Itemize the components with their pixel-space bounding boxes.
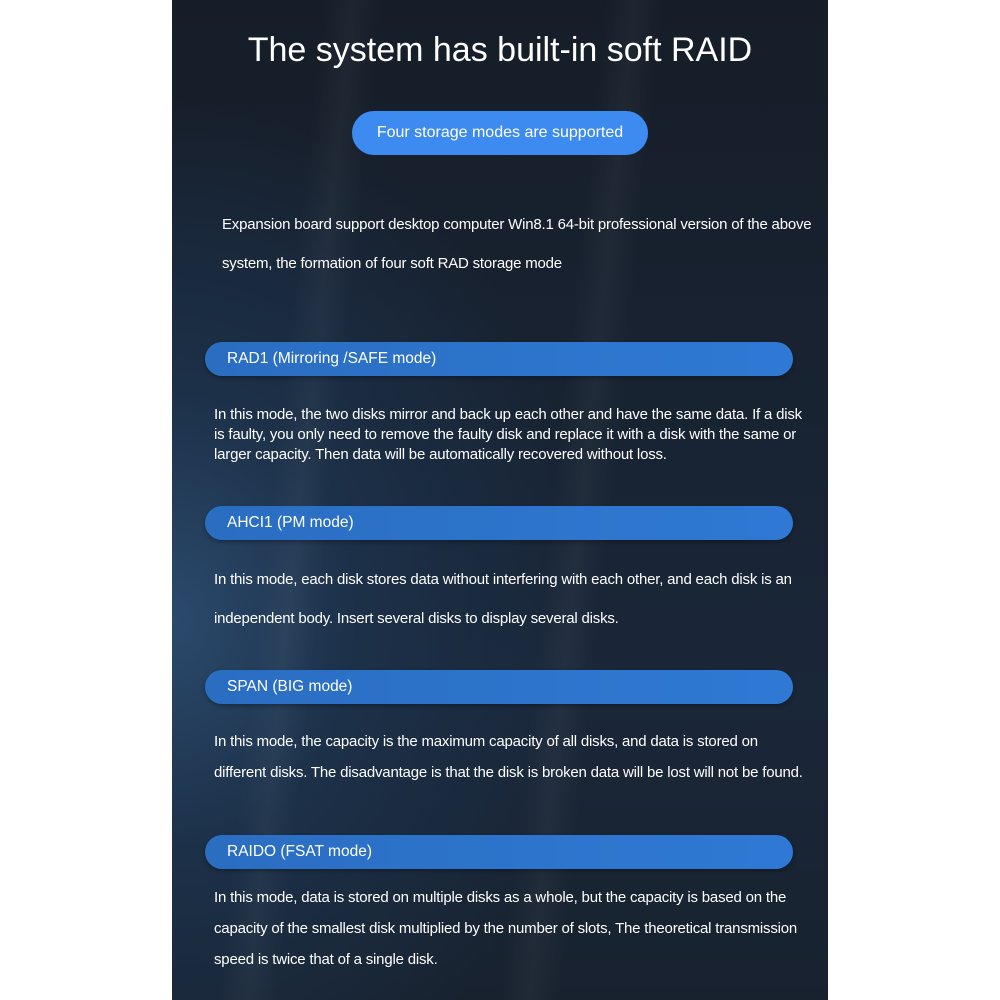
mode-heading-label: AHCI1 (PM mode) [227,514,354,531]
raid-info-panel: The system has built-in soft RAID Four s… [172,0,828,1000]
mode-heading-label: RAIDO (FSAT mode) [227,843,372,860]
mode-heading-raid1: RAD1 (Mirroring /SAFE mode) [205,342,793,376]
page-title: The system has built-in soft RAID [247,31,753,69]
mode-heading-ahci1: AHCI1 (PM mode) [205,506,793,540]
mode-heading-span: SPAN (BIG mode) [205,670,793,704]
mode-description-span: In this mode, the capacity is the maximu… [214,733,803,781]
mode-heading-label: SPAN (BIG mode) [227,678,353,695]
mode-heading-raid0: RAIDO (FSAT mode) [205,835,793,869]
intro-text: Expansion board support desktop computer… [222,216,812,272]
mode-heading-label: RAD1 (Mirroring /SAFE mode) [227,350,437,367]
mode-description-raid0: In this mode, data is stored on multiple… [214,889,798,968]
mode-description-raid1: In this mode, the two disks mirror and b… [214,406,802,463]
storage-modes-badge: Four storage modes are supported [352,111,648,155]
mode-description-ahci1: In this mode, each disk stores data with… [214,571,792,627]
